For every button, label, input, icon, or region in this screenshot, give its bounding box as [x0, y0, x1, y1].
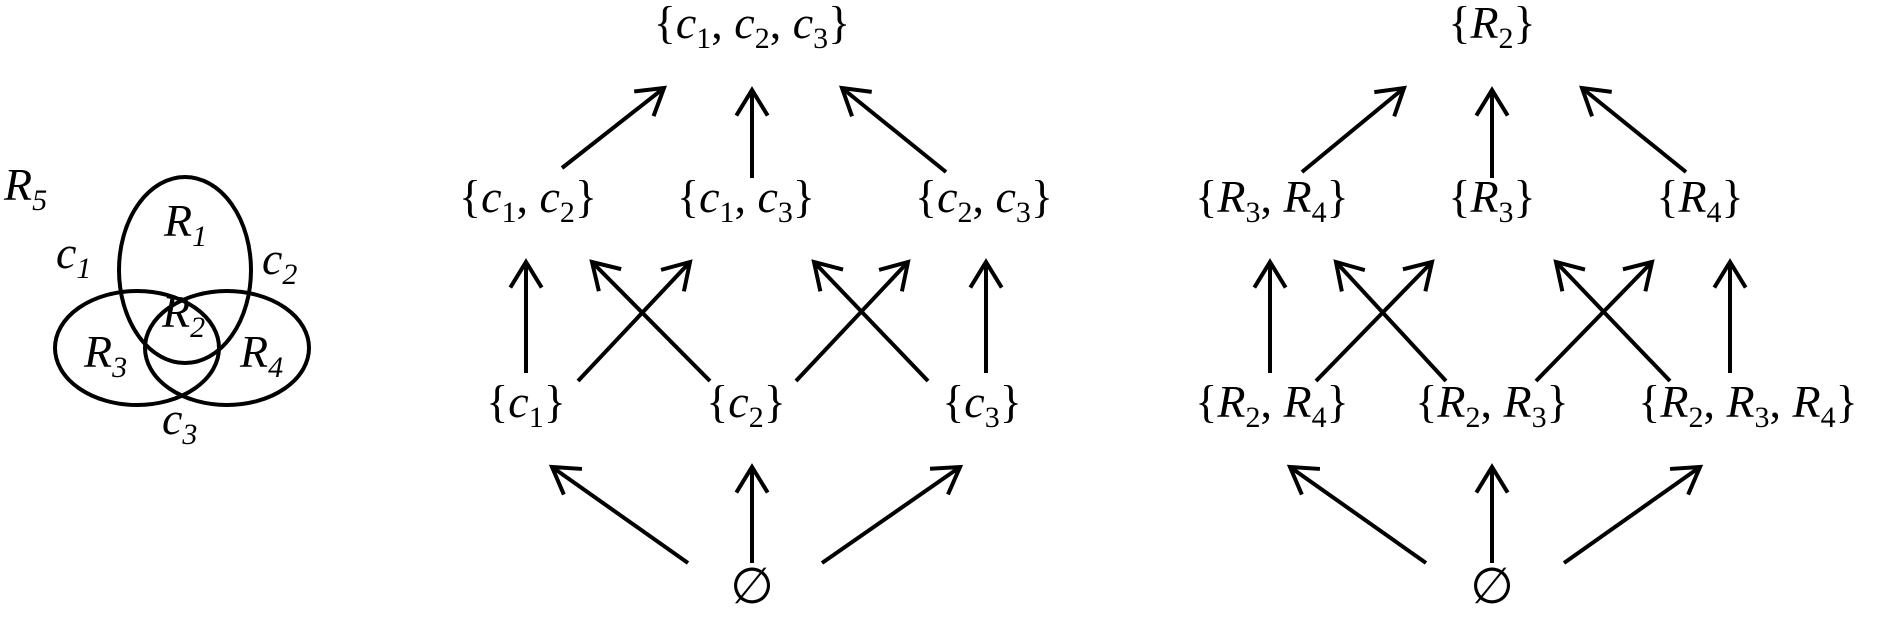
region-r3-label: R3 — [83, 326, 127, 384]
region-r1-label: R1 — [163, 195, 207, 253]
arrow-l1-to-m2 — [1314, 259, 1435, 383]
arrow-bot-to-l3 — [820, 464, 964, 565]
arrow-m3-to-top — [1579, 85, 1688, 174]
arrow-m3-to-top — [839, 85, 948, 174]
node-top: {R2} — [1448, 0, 1535, 55]
arrow-m2-to-top — [1474, 86, 1510, 178]
curve-c3-label: c3 — [162, 393, 197, 451]
region-r4-label: R4 — [239, 326, 283, 384]
arrow-l2-to-m1 — [1333, 259, 1448, 383]
node-m1: {c1, c2} — [459, 171, 597, 229]
node-top: {c1, c2, c3} — [654, 0, 850, 55]
region-set-lattice: {R2} {R3, R4} {R3} {R4} {R2, R4} {R2, R3} {R2,… — [1195, 0, 1857, 614]
region-r5-label: R5 — [3, 159, 47, 217]
node-l2: {R2, R3} — [1415, 376, 1568, 434]
node-m2: {c1, c3} — [677, 171, 815, 229]
curve-c2-label: c2 — [262, 233, 297, 291]
arrow-l3-to-m3 — [968, 258, 1004, 373]
node-bot: ∅ — [730, 558, 774, 614]
node-l3: {R2, R3, R4} — [1638, 376, 1858, 434]
arrow-bot-to-l1 — [1286, 464, 1428, 565]
node-l3: {c3} — [942, 376, 1022, 434]
arrow-l3-to-m2 — [811, 259, 930, 383]
node-m3: {c2, c3} — [915, 171, 1053, 229]
arrow-l1-to-m2 — [576, 259, 693, 383]
curve-c2-ellipse — [53, 289, 221, 407]
node-l1: {R2, R4} — [1195, 376, 1348, 434]
arrow-l3-to-m2 — [1553, 259, 1672, 383]
node-l1: {c1} — [486, 376, 566, 434]
node-bot: ∅ — [1470, 558, 1514, 614]
arrow-m2-to-top — [734, 86, 770, 178]
region-r2-label: R2 — [161, 286, 205, 344]
curve-c3-ellipse — [143, 289, 311, 407]
arrow-bot-to-l2 — [734, 463, 770, 563]
curve-c1-ellipse — [117, 175, 253, 365]
arrow-l2-to-m3 — [1534, 259, 1655, 383]
arrow-l1-to-m1 — [508, 258, 544, 373]
node-m3: {R4} — [1656, 171, 1743, 229]
arrow-l1-to-m1 — [1252, 258, 1288, 373]
arrow-bot-to-l2 — [1474, 463, 1510, 563]
arrow-m1-to-top — [1300, 85, 1407, 174]
arrow-l2-to-m3 — [794, 259, 911, 383]
curve-c1-label: c1 — [56, 227, 91, 285]
arrow-l2-to-m1 — [589, 259, 712, 383]
curve-subset-lattice: {c1, c2, c3} {c1, c2} {c1, c3} {c2, c3} {c1}… — [459, 0, 1053, 614]
arrow-m1-to-top — [560, 85, 668, 170]
node-l2: {c2} — [706, 376, 786, 434]
venn-diagram: R5 c1 c2 c3 R1 R2 R3 R4 — [3, 159, 311, 451]
node-m2: {R3} — [1448, 171, 1535, 229]
arrow-l3-to-m3 — [1712, 258, 1748, 373]
arrow-bot-to-l1 — [548, 464, 690, 565]
node-m1: {R3, R4} — [1195, 171, 1348, 229]
arrow-bot-to-l3 — [1562, 464, 1704, 565]
